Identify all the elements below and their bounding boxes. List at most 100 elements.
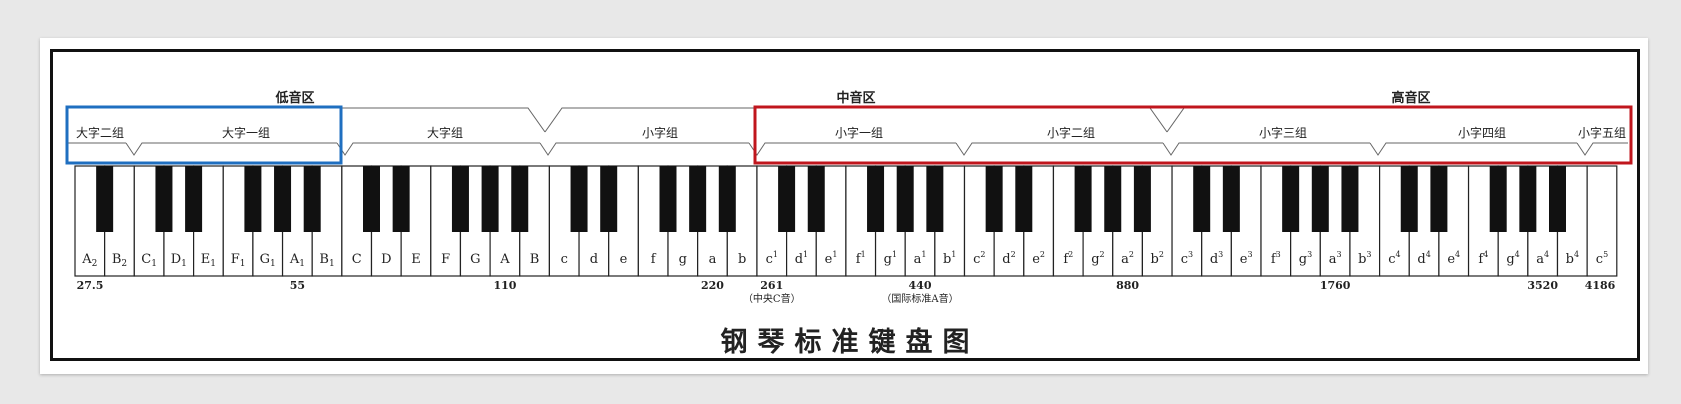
key-label: F — [441, 252, 450, 267]
frequency-value: 3520 — [1527, 279, 1558, 292]
key-label: d3 — [1210, 250, 1223, 267]
key-label: c4 — [1388, 250, 1400, 267]
key-label: A — [499, 252, 510, 267]
black-key — [778, 166, 796, 232]
diagram-title: 钢琴标准键盘图 — [721, 326, 980, 358]
register-bracket — [1166, 107, 1628, 133]
key-label: D1 — [171, 252, 187, 269]
key-label: a4 — [1536, 250, 1549, 267]
black-key — [985, 166, 1003, 232]
black-key — [1104, 166, 1122, 232]
key-label: e4 — [1447, 250, 1460, 267]
frequency-value: 110 — [493, 279, 516, 292]
black-key — [392, 166, 410, 232]
key-label: f — [651, 252, 657, 267]
key-label: b — [738, 252, 746, 267]
black-key — [926, 166, 944, 232]
black-key — [1222, 166, 1240, 232]
group-label: 小字一组 — [835, 125, 883, 140]
key-label: D — [381, 252, 391, 267]
black-key — [1549, 166, 1566, 232]
register-label: 中音区 — [836, 90, 875, 106]
key-label: d1 — [795, 250, 808, 267]
register-bracket — [68, 107, 546, 133]
group-bracket — [955, 142, 1163, 156]
frequency-note: （国际标准A音） — [881, 292, 958, 305]
black-key — [689, 166, 707, 232]
black-key — [1015, 166, 1033, 232]
black-key — [451, 166, 469, 232]
black-key — [303, 166, 321, 232]
key-label: B2 — [112, 252, 127, 269]
frequency-value: 880 — [1116, 279, 1139, 292]
key-label: f2 — [1063, 250, 1073, 267]
key-label: b4 — [1566, 250, 1579, 267]
black-keys — [96, 166, 1566, 232]
highlight-boxes — [65, 105, 1633, 165]
key-label: G1 — [260, 252, 276, 269]
white-key — [1586, 165, 1618, 277]
key-label: g1 — [884, 250, 897, 267]
frequency-value: 4186 — [1585, 279, 1616, 292]
group-label: 小字五组 — [1578, 125, 1626, 140]
black-key — [1074, 166, 1092, 232]
key-label: a1 — [914, 250, 927, 267]
black-key — [1430, 166, 1448, 232]
key-label: a — [709, 252, 717, 267]
group-bracket — [1369, 142, 1577, 156]
key-label: f1 — [856, 250, 866, 267]
black-key — [570, 166, 588, 232]
key-label: e3 — [1240, 250, 1253, 267]
frequency-value: 261 — [760, 279, 783, 292]
key-label: A2 — [81, 252, 97, 269]
black-key — [511, 166, 529, 232]
key-label: b2 — [1151, 250, 1164, 267]
key-label: C1 — [141, 252, 157, 269]
black-key — [1489, 166, 1507, 232]
black-key — [1311, 166, 1329, 232]
group-label: 小字三组 — [1259, 125, 1307, 140]
key-label: b3 — [1358, 250, 1371, 267]
key-label: c1 — [766, 250, 778, 267]
key-label: d — [590, 252, 598, 267]
group-bracket — [1576, 142, 1628, 156]
black-key — [96, 166, 114, 232]
black-key — [363, 166, 380, 232]
black-key — [659, 166, 677, 232]
black-key — [1400, 166, 1418, 232]
key-label: d4 — [1417, 250, 1430, 267]
group-bracket — [539, 142, 749, 156]
key-label: A1 — [289, 252, 305, 269]
frequency-value: 440 — [909, 279, 932, 292]
key-label: g3 — [1299, 250, 1312, 267]
key-label: g4 — [1506, 250, 1519, 267]
key-label: f4 — [1478, 250, 1488, 267]
group-bracket — [336, 142, 540, 156]
key-label: b1 — [943, 250, 956, 267]
key-label: a2 — [1121, 250, 1134, 267]
key-label: e2 — [1032, 250, 1045, 267]
black-key — [274, 166, 292, 232]
black-key — [600, 166, 618, 232]
frequency-value: 1760 — [1320, 279, 1351, 292]
key-label: a3 — [1329, 250, 1342, 267]
key-label: g — [679, 252, 687, 267]
key-label: C — [352, 252, 362, 267]
group-bracket — [125, 142, 337, 156]
black-key — [1133, 166, 1151, 232]
black-key — [718, 166, 736, 232]
register-label: 低音区 — [274, 90, 314, 106]
frequency-value: 27.5 — [77, 279, 104, 292]
black-key — [481, 166, 499, 232]
key-label: g2 — [1091, 250, 1104, 267]
black-key — [155, 166, 173, 232]
black-key — [244, 166, 262, 232]
key-label: c5 — [1596, 250, 1608, 267]
key-label: e — [620, 252, 628, 267]
key-label: E — [411, 252, 421, 267]
black-key — [1282, 166, 1300, 232]
group-label: 大字二组 — [76, 125, 124, 140]
